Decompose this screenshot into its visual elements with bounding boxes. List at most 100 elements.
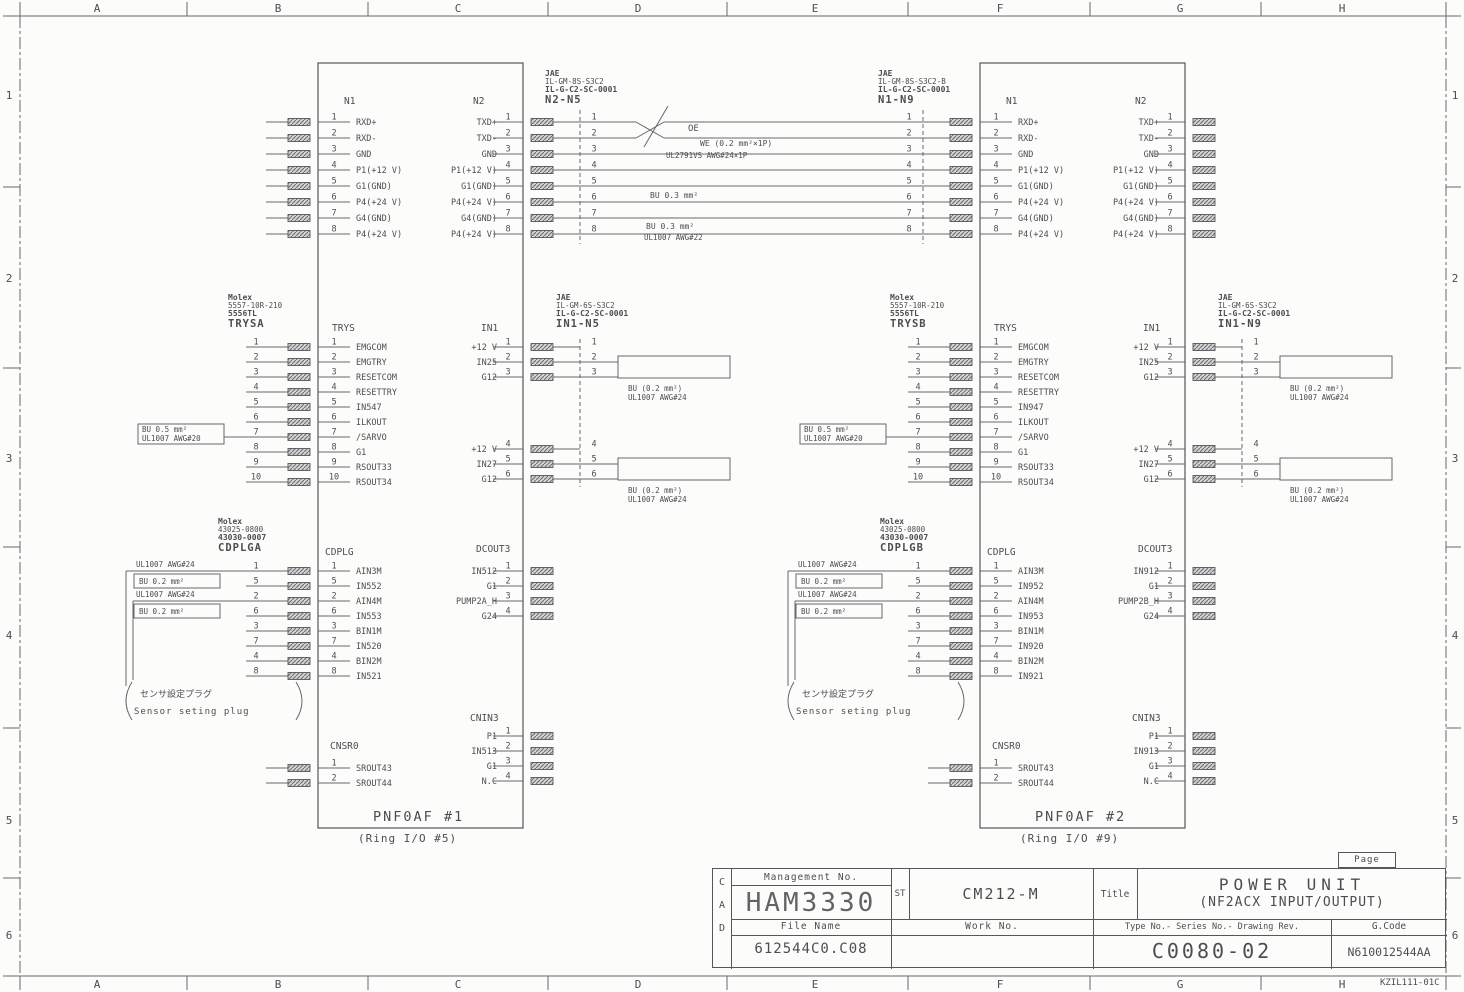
pin-number: 6 xyxy=(505,193,510,203)
st-label: ST xyxy=(894,889,906,899)
pin-number: 5 xyxy=(331,177,336,187)
pin-number: 4 xyxy=(1253,440,1258,450)
pin-label: G4(GND) xyxy=(461,214,497,224)
pin-number: 7 xyxy=(253,428,258,438)
grid-col-label: H xyxy=(1339,2,1346,15)
pin-label: PUMP2A_H xyxy=(456,597,497,607)
pin-label: TXD+ xyxy=(1139,118,1159,128)
pin-number: 6 xyxy=(253,607,258,617)
terminal-stub xyxy=(287,230,311,238)
terminal-stub xyxy=(949,612,973,620)
pin-number: 3 xyxy=(253,622,258,632)
terminal-stub xyxy=(949,764,973,772)
pin-number: 2 xyxy=(1167,742,1172,752)
pin-number: 1 xyxy=(505,727,510,737)
p in-number: 4 xyxy=(331,383,336,393)
cable-box xyxy=(617,355,731,379)
pin-number: 2 xyxy=(253,353,258,363)
pin-number: 3 xyxy=(906,145,911,155)
pin-number: 10 xyxy=(913,473,923,483)
pin-label: G24 xyxy=(482,612,497,622)
terminal-stub xyxy=(530,343,554,351)
pin-label: SROUT44 xyxy=(1018,779,1054,789)
terminal-stub xyxy=(530,762,554,770)
pin-number: 4 xyxy=(993,161,998,171)
pin-number: 8 xyxy=(591,225,596,235)
pin-number: 1 xyxy=(331,113,336,123)
pin-label: P1 xyxy=(1149,732,1159,742)
grid-col-label: F xyxy=(997,978,1004,991)
terminal-stub xyxy=(287,567,311,575)
pin-label: SROUT43 xyxy=(1018,764,1054,774)
terminal-stub xyxy=(287,343,311,351)
pin-label: SROUT43 xyxy=(356,764,392,774)
pin-label: IN552 xyxy=(356,582,382,592)
terminal-stub xyxy=(1192,150,1216,158)
wire-spec: UL1007 AWG#24 xyxy=(136,590,195,599)
pin-number: 6 xyxy=(591,193,596,203)
title-label: Title xyxy=(1100,889,1130,900)
pin-number: 2 xyxy=(1167,353,1172,363)
wire-spec-box xyxy=(795,603,883,619)
terminal-stub xyxy=(1192,182,1216,190)
pin-label: G1 xyxy=(487,582,497,592)
type-series-rev-label: Type No.- Series No.- Drawing Rev. xyxy=(1125,922,1299,932)
connector-part: 5557-10R-210 xyxy=(890,301,945,310)
pin-label: G1 xyxy=(1018,448,1028,458)
terminal-stub xyxy=(1192,118,1216,126)
connector-name: CDPLGA xyxy=(218,542,262,554)
terminal-stub xyxy=(949,582,973,590)
pin-number: 8 xyxy=(915,443,920,453)
terminal-stub xyxy=(530,475,554,483)
wire-label: UL1007 AWG#22 xyxy=(644,233,703,242)
pin-label: G4(GND) xyxy=(356,214,392,224)
p in-number: 2 xyxy=(993,353,998,363)
pin-number: 1 xyxy=(915,562,920,572)
pin-number: 6 xyxy=(1167,193,1172,203)
grid-row-label: 3 xyxy=(6,452,13,465)
terminal-stub xyxy=(287,612,311,620)
wire-spec: UL1007 AWG#24 xyxy=(798,560,857,569)
connector-part: 5557-10R-210 xyxy=(228,301,283,310)
pin-label: AIN4M xyxy=(356,597,382,607)
annotation-jp: センサ設定プラグ xyxy=(140,688,212,700)
wire-spec: BU (0.2 mm²) xyxy=(628,384,682,393)
module-outline xyxy=(979,62,1186,829)
divider xyxy=(731,885,891,886)
terminal-stub xyxy=(1192,445,1216,453)
pin-number: 6 xyxy=(1253,470,1258,480)
grid-col-label: E xyxy=(812,978,819,991)
management-no-label: Management No. xyxy=(763,872,859,883)
terminal-stub xyxy=(287,134,311,142)
pin-number: 2 xyxy=(505,742,510,752)
pin-number: 8 xyxy=(915,667,920,677)
terminal-stub xyxy=(1192,198,1216,206)
pin-label: SROUT44 xyxy=(356,779,392,789)
pin-label: ILKOUT xyxy=(1018,418,1049,428)
wire-spec-box xyxy=(795,573,883,589)
module-subtitle: (Ring I/O #9) xyxy=(1020,832,1119,845)
pin-number: 1 xyxy=(915,338,920,348)
grid-col-label: D xyxy=(635,2,642,15)
pin-number: 3 xyxy=(253,368,258,378)
pin-number: 4 xyxy=(253,383,258,393)
terminal-stub xyxy=(530,373,554,381)
wire-spec: BU 0.2 mm² xyxy=(139,607,184,616)
wire-spec: UL1007 AWG#24 xyxy=(798,590,857,599)
pin-number: 3 xyxy=(591,145,596,155)
work-no-label: Work No. xyxy=(965,921,1019,932)
pin-label: P4(+24 V) xyxy=(451,198,497,208)
pin-number: 6 xyxy=(993,193,998,203)
grid-col-label: B xyxy=(275,2,282,15)
pin-number: 1 xyxy=(993,113,998,123)
pin-label: P4(+24 V) xyxy=(356,198,402,208)
pin-number: 5 xyxy=(331,577,336,587)
terminal-stub xyxy=(949,388,973,396)
drawing-title-line2: (NF2ACX INPUT/OUTPUT) xyxy=(1199,895,1385,910)
terminal-stub xyxy=(530,612,554,620)
connector-part: IL-G-C2-SC-0001 xyxy=(878,85,950,94)
pin-number: 8 xyxy=(505,225,510,235)
pin-label: AIN4M xyxy=(1018,597,1044,607)
p in-number: 6 xyxy=(993,413,998,423)
